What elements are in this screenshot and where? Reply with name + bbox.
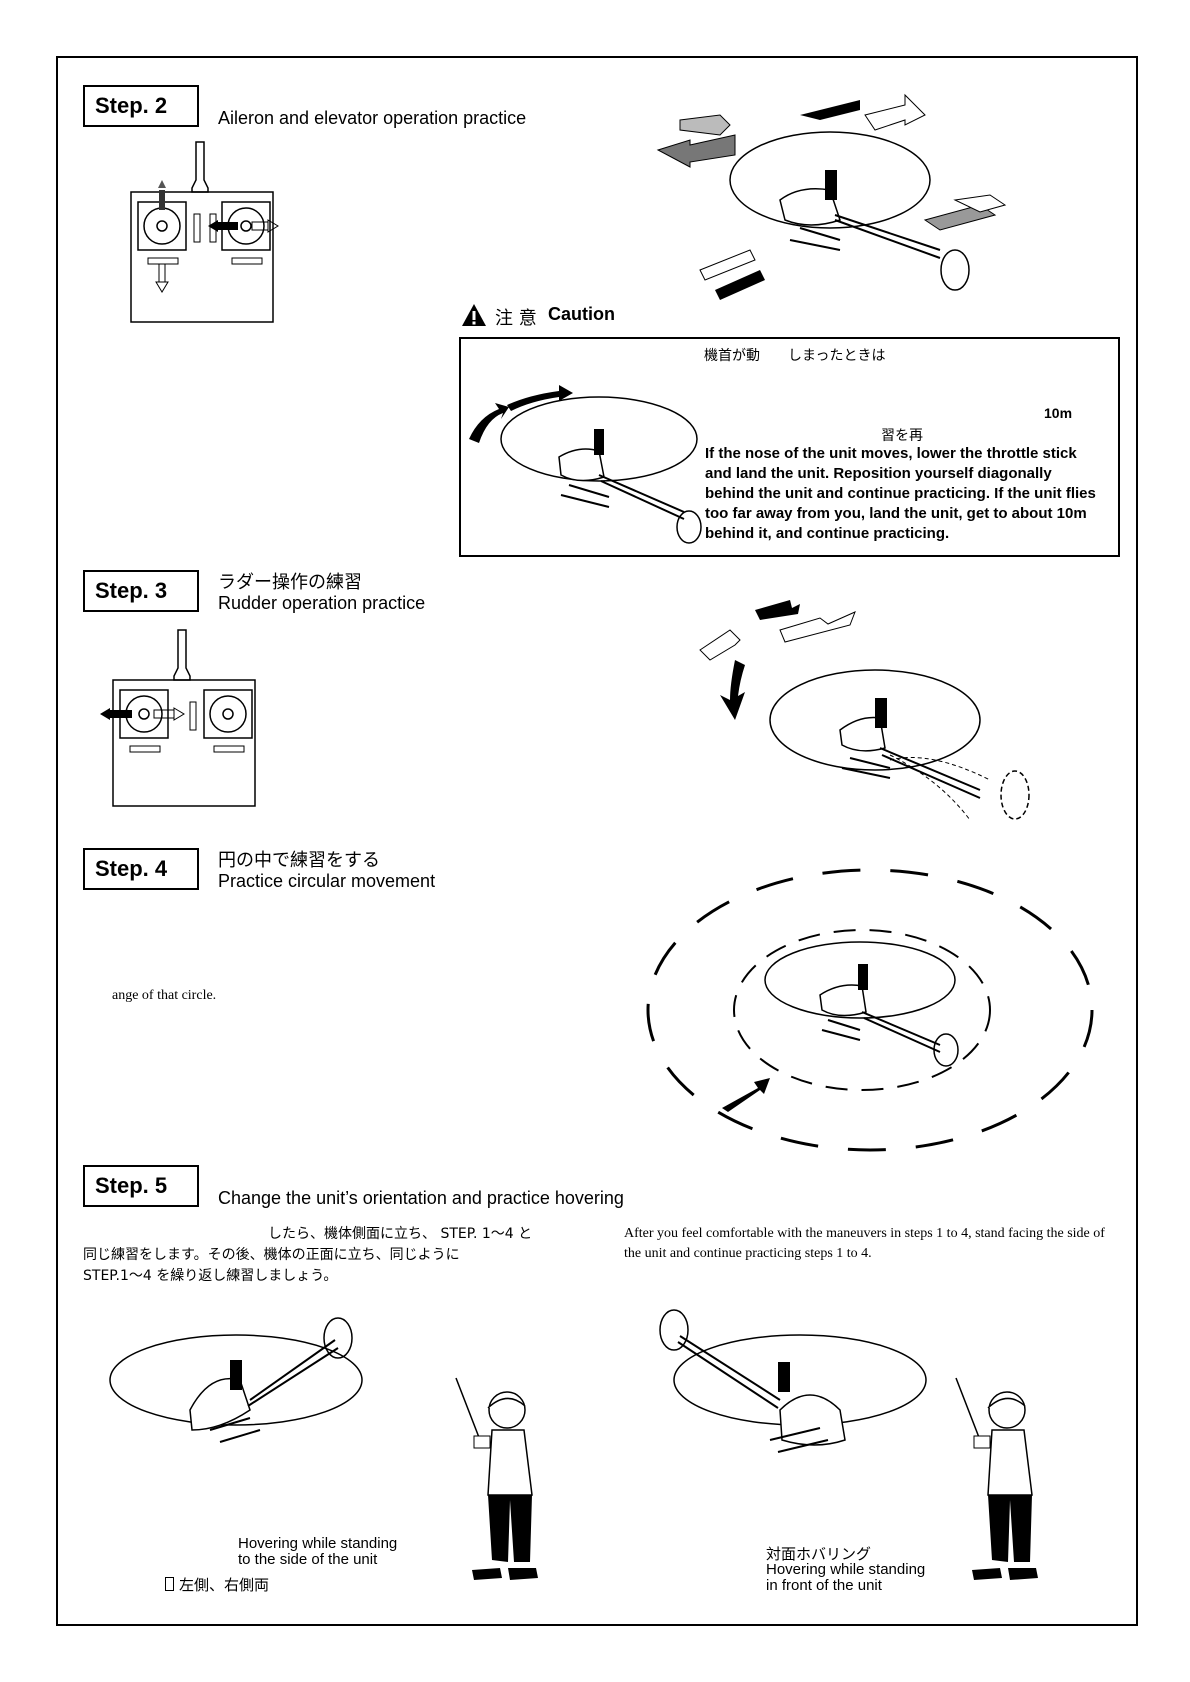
caution-jp-label: 注 意 <box>495 308 537 329</box>
step3-title-en: Rudder operation practice <box>218 593 426 613</box>
step4-title-jp: 円の中で練習をする <box>218 850 380 871</box>
step4-circular-path-illustration <box>646 868 1094 1152</box>
step2-label: Step. 2 <box>83 85 199 127</box>
caption-side-jp-text: 左側、右側両 <box>179 1576 270 1594</box>
front-hovering-illustration <box>659 1309 1038 1580</box>
step3-helicopter-illustration <box>699 600 1030 821</box>
step3-title-jp: ラダー操作の練習 <box>218 572 362 593</box>
step5-jp-line3: STEP.1〜4 を繰り返し練習しましょう。 <box>83 1268 338 1284</box>
caption-side-hover: Hovering while standing to the side of t… <box>238 1536 397 1568</box>
step4-body: ange of that circle. <box>112 988 217 1003</box>
transmitter-aileron-elevator-diagram <box>130 141 279 323</box>
caution-box: 機首が動 しまったときは 10m 習を再 If the nose of the … <box>459 337 1120 557</box>
caution-helicopter-illustration <box>469 385 702 544</box>
checkbox-glyph-icon <box>165 1577 174 1591</box>
caution-jp-line2: 習を再 <box>881 428 923 444</box>
caption-front-line1: Hovering while standing <box>766 1561 926 1578</box>
caption-front-line2: in front of the unit <box>766 1577 882 1594</box>
step4-title-en: Practice circular movement <box>218 871 436 891</box>
caption-side-jp: 左側、右側両 <box>165 1574 269 1595</box>
caution-jp-line1: 機首が動 しまったときは <box>704 348 886 364</box>
step5-label: Step. 5 <box>83 1165 199 1207</box>
caption-front-jp: 対面ホバリング <box>766 1545 872 1563</box>
step2-helicopter-illustration <box>656 93 1007 300</box>
page-frame <box>56 56 1138 1626</box>
step5-jp-line1: したら、機体側面に立ち、 STEP. 1〜4 と <box>268 1226 533 1242</box>
caution-en-text: If the nose of the unit moves, lower the… <box>705 445 1096 542</box>
caption-front-hover: 対面ホバリング Hovering while standing in front… <box>766 1546 925 1594</box>
step4-label: Step. 4 <box>83 848 199 890</box>
warning-icon <box>462 304 486 326</box>
caution-distance: 10m <box>1044 405 1073 421</box>
caption-side-line2: to the side of the unit <box>238 1551 378 1568</box>
step5-en-body: After you feel comfortable with the mane… <box>624 1226 1105 1261</box>
step5-jp-line2: 同じ練習をします。その後、機体の正面に立ち、同じように <box>83 1247 460 1263</box>
transmitter-rudder-diagram <box>100 629 256 807</box>
step5-title: Change the unit’s orientation and practi… <box>218 1188 624 1208</box>
caption-side-line1: Hovering while standing <box>238 1535 398 1552</box>
caution-en-label: Caution <box>548 304 615 324</box>
step3-label: Step. 3 <box>83 570 199 612</box>
side-hovering-illustration <box>109 1317 538 1580</box>
step2-title: Aileron and elevator operation practice <box>218 108 527 128</box>
